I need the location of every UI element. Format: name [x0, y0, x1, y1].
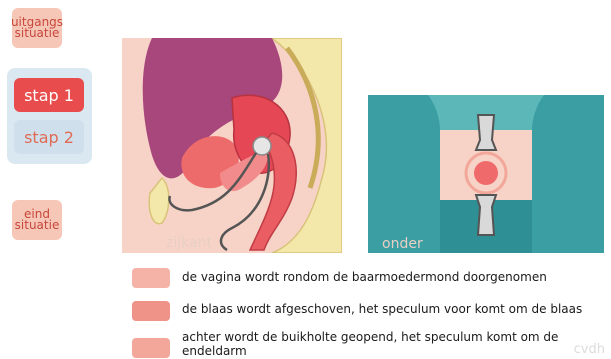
bottom-view-label: onder	[382, 236, 423, 252]
step-1-label: stap 1	[24, 86, 74, 105]
start-situation-button[interactable]: uitgangs situatie	[12, 8, 62, 48]
end-situation-label: eind situatie	[15, 209, 60, 231]
legend-swatch-1	[132, 268, 170, 288]
bottom-view-illustration: onder	[368, 95, 604, 253]
legend-swatch-3	[132, 338, 170, 358]
side-view-illustration: zijkant	[122, 38, 342, 253]
legend-swatch-2	[132, 301, 170, 321]
step-2-label: stap 2	[24, 128, 74, 147]
legend-text-1: de vagina wordt rondom de baarmoedermond…	[182, 270, 547, 284]
legend-text-3: achter wordt de buikholte geopend, het s…	[182, 330, 582, 358]
step-1-button[interactable]: stap 1	[14, 78, 84, 112]
side-view-label: zijkant	[166, 235, 212, 251]
end-situation-button[interactable]: eind situatie	[12, 200, 62, 240]
start-situation-label: uitgangs situatie	[11, 17, 63, 39]
step-2-button[interactable]: stap 2	[14, 120, 84, 154]
legend-text-2: de blaas wordt afgeschoven, het speculum…	[182, 302, 582, 316]
credit-text: cvdh	[574, 342, 605, 357]
